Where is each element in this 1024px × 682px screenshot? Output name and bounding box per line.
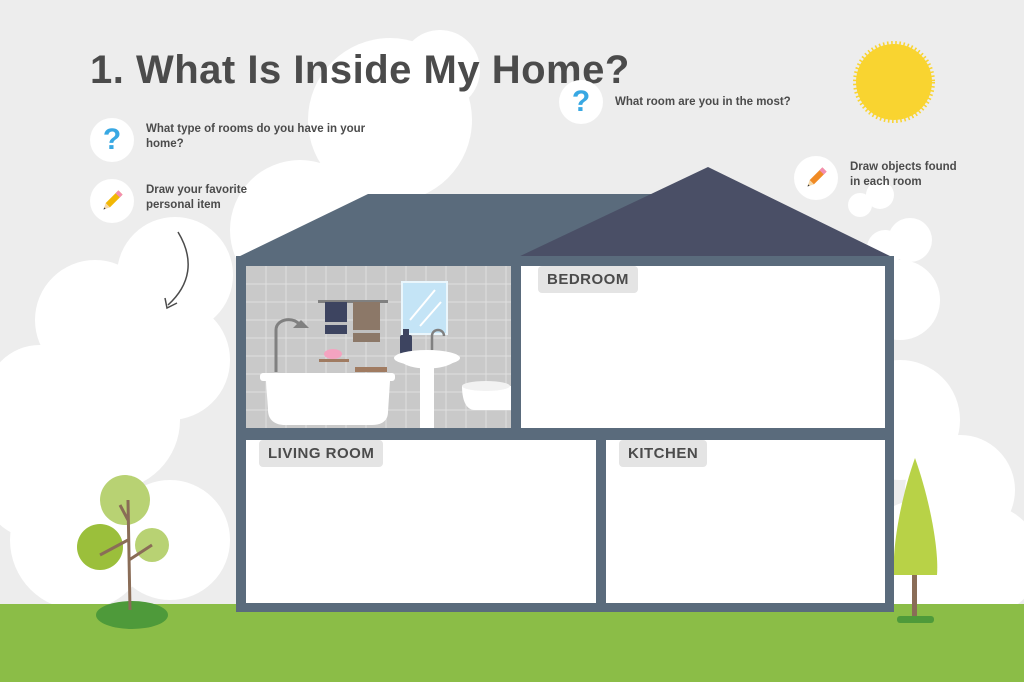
sun-icon (853, 41, 935, 123)
pencil-icon (794, 156, 838, 200)
bedroom-label: BEDROOM (538, 266, 638, 293)
prompt-text: Draw your favorite personal item (146, 184, 247, 211)
prompt-text: Draw objects found in each room (850, 161, 957, 188)
bedroom-room[interactable] (521, 266, 885, 428)
question-icon: ? (90, 118, 134, 162)
page-title: 1. What Is Inside My Home? (90, 48, 630, 92)
question-icon: ? (559, 80, 603, 124)
grass (0, 604, 1024, 682)
prompt-draw-objects: Draw objects found in each room (794, 156, 994, 200)
curved-arrow (167, 231, 189, 306)
kitchen-label: KITCHEN (619, 440, 708, 467)
prompt-room-types: ? What type of rooms do you have in your… (90, 118, 390, 162)
prompt-most-used-room: ? What room are you in the most? (559, 80, 859, 124)
cone-tree (893, 458, 938, 623)
kitchen-room[interactable] (606, 440, 885, 603)
round-tree (77, 475, 169, 629)
roof-right (516, 167, 894, 258)
house (236, 167, 894, 612)
bathroom-fixtures (260, 281, 511, 428)
prompt-text: What type of rooms do you have in your h… (146, 123, 366, 150)
pencil-icon (90, 179, 134, 223)
prompt-text: What room are you in the most? (615, 96, 791, 108)
prompt-favorite-item: Draw your favorite personal item (90, 179, 350, 223)
living-room-label: LIVING ROOM (259, 440, 384, 467)
living-room[interactable] (246, 440, 596, 603)
